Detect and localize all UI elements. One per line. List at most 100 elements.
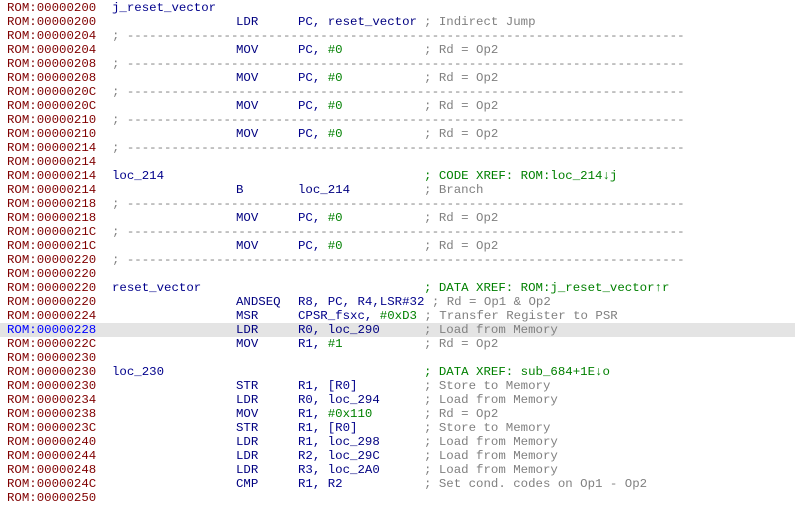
instruction-mnemonic[interactable]: MSR (236, 309, 259, 323)
operand-symbol[interactable]: reset_vector (327, 15, 417, 29)
line-address[interactable]: ROM:0000021C (7, 239, 97, 253)
line-address[interactable]: ROM:00000234 (7, 393, 97, 407)
line-address[interactable]: ROM:00000208 (7, 71, 97, 85)
code-label[interactable]: loc_230 (112, 365, 165, 379)
operand-symbol[interactable]: loc_290 (327, 323, 380, 337)
line-address[interactable]: ROM:0000021C (7, 225, 97, 239)
listing-line[interactable]: ROM:00000218; --------------------------… (0, 197, 795, 211)
instruction-mnemonic[interactable]: STR (236, 379, 259, 393)
line-address[interactable]: ROM:00000250 (7, 491, 97, 505)
code-label[interactable]: j_reset_vector (112, 1, 217, 15)
listing-line[interactable]: ROM:00000220; --------------------------… (0, 253, 795, 267)
instruction-operands[interactable]: R1, [R0] (298, 379, 358, 393)
listing-line[interactable]: ROM:00000230 (0, 351, 795, 365)
instruction-mnemonic[interactable]: CMP (236, 477, 259, 491)
instruction-operands[interactable]: PC, #0 (298, 239, 343, 253)
instruction-operands[interactable]: PC, #0 (298, 99, 343, 113)
line-address[interactable]: ROM:00000214 (7, 141, 97, 155)
listing-line[interactable]: ROM:00000214 (0, 155, 795, 169)
instruction-operands[interactable]: CPSR_fsxc, #0xD3 (298, 309, 417, 323)
instruction-mnemonic[interactable]: MOV (236, 127, 259, 141)
line-address[interactable]: ROM:00000220 (7, 267, 97, 281)
code-label[interactable]: reset_vector (112, 281, 202, 295)
instruction-operands[interactable]: R1, [R0] (298, 421, 358, 435)
instruction-operands[interactable]: PC, #0 (298, 71, 343, 85)
instruction-operands[interactable]: R1, #0x110 (298, 407, 372, 421)
line-address[interactable]: ROM:00000210 (7, 113, 97, 127)
line-address[interactable]: ROM:00000218 (7, 197, 97, 211)
instruction-operands[interactable]: R3, loc_2A0 (298, 463, 380, 477)
instruction-mnemonic[interactable]: STR (236, 421, 259, 435)
instruction-mnemonic[interactable]: LDR (236, 435, 259, 449)
instruction-operands[interactable]: R2, loc_29C (298, 449, 380, 463)
line-address[interactable]: ROM:00000230 (7, 379, 97, 393)
instruction-operands[interactable]: R8, PC, R4,LSR#32 (298, 295, 424, 309)
instruction-mnemonic[interactable]: MOV (236, 407, 259, 421)
listing-line[interactable]: ROM:00000204; --------------------------… (0, 29, 795, 43)
listing-line[interactable]: ROM:00000208; --------------------------… (0, 57, 795, 71)
instruction-operands[interactable]: PC, #0 (298, 211, 343, 225)
xref-comment[interactable]: ; CODE XREF: ROM:loc_214↓j (424, 169, 618, 183)
listing-line[interactable]: ROM:0000021C; --------------------------… (0, 225, 795, 239)
instruction-operands[interactable]: PC, reset_vector (298, 15, 417, 29)
line-address[interactable]: ROM:00000244 (7, 449, 97, 463)
instruction-mnemonic[interactable]: MOV (236, 239, 259, 253)
operand-symbol[interactable]: loc_29C (327, 449, 380, 463)
instruction-operands[interactable]: PC, #0 (298, 127, 343, 141)
listing-line[interactable]: ROM:00000214; --------------------------… (0, 141, 795, 155)
instruction-mnemonic[interactable]: LDR (236, 15, 259, 29)
listing-line[interactable]: ROM:00000210; --------------------------… (0, 113, 795, 127)
operand-symbol[interactable]: loc_214 (298, 183, 351, 197)
instruction-mnemonic[interactable]: MOV (236, 71, 259, 85)
line-address[interactable]: ROM:00000204 (7, 43, 97, 57)
xref-comment[interactable]: ; DATA XREF: sub_684+1E↓o (424, 365, 610, 379)
listing-line[interactable]: ROM:00000220 (0, 267, 795, 281)
line-address[interactable]: ROM:0000022C (7, 337, 97, 351)
operand-symbol[interactable]: loc_294 (327, 393, 380, 407)
instruction-operands[interactable]: R1, #1 (298, 337, 343, 351)
line-address[interactable]: ROM:00000220 (7, 253, 97, 267)
line-address[interactable]: ROM:00000224 (7, 309, 97, 323)
line-address[interactable]: ROM:00000240 (7, 435, 97, 449)
line-address[interactable]: ROM:0000023C (7, 421, 97, 435)
listing-line[interactable]: ROM:00000250 (0, 491, 795, 505)
instruction-mnemonic[interactable]: MOV (236, 99, 259, 113)
line-address[interactable]: ROM:00000204 (7, 29, 97, 43)
instruction-operands[interactable]: PC, #0 (298, 43, 343, 57)
instruction-operands[interactable]: R1, R2 (298, 477, 343, 491)
instruction-mnemonic[interactable]: LDR (236, 463, 259, 477)
code-label[interactable]: loc_214 (112, 169, 165, 183)
line-address[interactable]: ROM:00000228 (7, 323, 97, 337)
listing-line[interactable]: ROM:00000214 loc_214 ; CODE XREF: ROM:loc_… (0, 169, 795, 183)
line-address[interactable]: ROM:00000200 (7, 1, 97, 15)
line-address[interactable]: ROM:00000214 (7, 169, 97, 183)
line-address[interactable]: ROM:00000214 (7, 155, 97, 169)
instruction-mnemonic[interactable]: LDR (236, 449, 259, 463)
line-address[interactable]: ROM:0000020C (7, 85, 97, 99)
instruction-mnemonic[interactable]: MOV (236, 337, 259, 351)
instruction-mnemonic[interactable]: ANDSEQ (236, 295, 281, 309)
line-address[interactable]: ROM:0000024C (7, 477, 97, 491)
line-address[interactable]: ROM:00000208 (7, 57, 97, 71)
line-address[interactable]: ROM:00000220 (7, 295, 97, 309)
line-address[interactable]: ROM:00000238 (7, 407, 97, 421)
line-address[interactable]: ROM:00000200 (7, 15, 97, 29)
line-address[interactable]: ROM:00000220 (7, 281, 97, 295)
